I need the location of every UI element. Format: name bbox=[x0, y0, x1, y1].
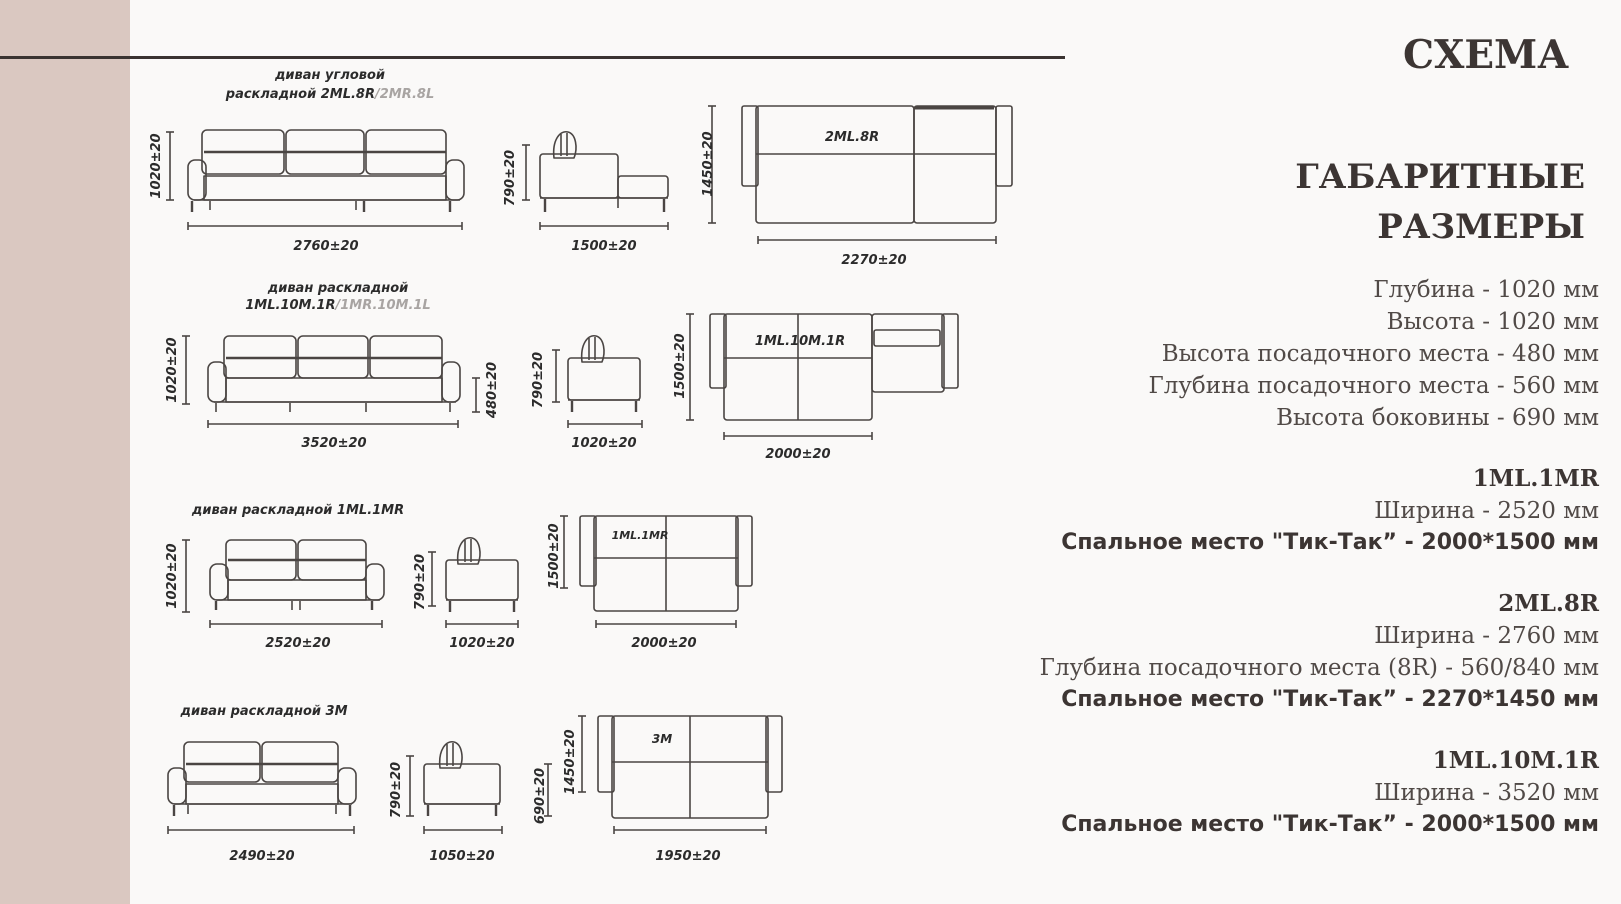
row3-plan-view bbox=[579, 515, 753, 612]
model-2ml8r-width: Ширина - 2760 мм bbox=[1374, 623, 1599, 649]
row2-caption-line2: 1ML.10M.1R/1MR.10M.1L bbox=[245, 298, 430, 313]
row2-plan-width-label: 2000±20 bbox=[765, 447, 830, 462]
row2-plan-model-label: 1ML.10M.1R bbox=[755, 334, 845, 349]
row2-caption-line1: диван раскладной bbox=[267, 281, 409, 296]
row4-side-depth-label: 1050±20 bbox=[429, 849, 494, 864]
spec-list: Глубина - 1020 мм Высота - 1020 мм Высот… bbox=[1040, 274, 1599, 841]
model-code-1ml1mr: 1ML.1MR bbox=[1472, 465, 1599, 492]
row1-side-height-label: 790±20 bbox=[503, 150, 518, 206]
side-accent-band bbox=[0, 0, 130, 904]
spec-depth: Глубина - 1020 мм bbox=[1373, 277, 1599, 303]
row1-plan-width-label: 2270±20 bbox=[841, 253, 906, 268]
row1-caption-line1: диван угловой bbox=[274, 68, 385, 83]
row1-caption-line2: раскладной 2ML.8R/2MR.8L bbox=[225, 87, 434, 102]
row2-plan-view bbox=[709, 313, 959, 421]
row3-plan-depth-label: 1500±20 bbox=[547, 523, 562, 588]
model-2ml8r-sleeping-place: Спальное место "Тик-Так” - 2270*1450 мм bbox=[1061, 687, 1599, 712]
row3-side-view bbox=[445, 537, 519, 612]
row2-caption-mirror-model: /1MR.10M.1L bbox=[334, 298, 431, 313]
header-rule bbox=[0, 56, 1065, 59]
row3-front-height-label: 1020±20 bbox=[165, 543, 180, 608]
row1-plan-depth-label: 1450±20 bbox=[701, 131, 716, 196]
row1-side-depth-label: 1500±20 bbox=[571, 239, 636, 254]
row1-side-view bbox=[539, 131, 669, 212]
dimension-drawings: диван угловой раскладной 2ML.8R/2MR.8L 1… bbox=[149, 68, 1013, 864]
row2-caption-model: 1ML.10M.1R bbox=[245, 298, 335, 313]
model-1ml1mr-width: Ширина - 2520 мм bbox=[1374, 498, 1599, 524]
row4-plan-depth-label: 1450±20 bbox=[563, 729, 578, 794]
row4-front-width-label: 2490±20 bbox=[229, 849, 294, 864]
spec-seat-height: Высота посадочного места - 480 мм bbox=[1161, 341, 1599, 367]
row4-plan-model-label: 3M bbox=[652, 732, 672, 746]
row3-side-height-label: 790±20 bbox=[413, 554, 428, 610]
row4-plan-view bbox=[597, 715, 783, 819]
row1-front-view bbox=[187, 129, 465, 212]
spec-seat-depth: Глубина посадочного места - 560 мм bbox=[1148, 373, 1599, 399]
spec-height: Высота - 1020 мм bbox=[1386, 309, 1599, 335]
row2-plan-depth-label: 1500±20 bbox=[673, 333, 688, 398]
row2-front-height-label: 1020±20 bbox=[165, 337, 180, 402]
row4-caption: диван раскладной 3М bbox=[179, 704, 347, 719]
page-title: СХЕМА bbox=[1403, 32, 1569, 78]
row1-front-width-label: 2760±20 bbox=[293, 239, 358, 254]
row4-front-view bbox=[167, 741, 357, 816]
model-2ml8r-seat-depth: Глубина посадочного места (8R) - 560/840… bbox=[1039, 655, 1599, 681]
page-subtitle: ГАБАРИТНЫЕ РАЗМЕРЫ bbox=[1295, 152, 1585, 252]
row1-front-height-label: 1020±20 bbox=[149, 133, 164, 198]
row3-front-view bbox=[209, 539, 385, 610]
row3-side-depth-label: 1020±20 bbox=[449, 636, 514, 651]
row4-side-height-label: 790±20 bbox=[389, 762, 404, 818]
row2-front-view bbox=[207, 335, 461, 412]
row2-front-width-label: 3520±20 bbox=[301, 436, 366, 451]
row2-side-height-label: 790±20 bbox=[531, 352, 546, 408]
row4-arm-height-label: 690±20 bbox=[533, 768, 548, 824]
row3-front-width-label: 2520±20 bbox=[265, 636, 330, 651]
page-subtitle-line-2: РАЗМЕРЫ bbox=[1377, 207, 1585, 247]
row1-caption-mirror-model: /2MR.8L bbox=[373, 87, 434, 102]
row4-side-view bbox=[423, 741, 501, 816]
row3-caption: диван раскладной 1ML.1MR bbox=[191, 503, 404, 518]
row2-side-depth-label: 1020±20 bbox=[571, 436, 636, 451]
row4-plan-width-label: 1950±20 bbox=[655, 849, 720, 864]
page-subtitle-line-1: ГАБАРИТНЫЕ bbox=[1295, 157, 1585, 197]
row2-side-view bbox=[567, 335, 641, 412]
row1-plan-model-label: 2ML.8R bbox=[825, 130, 879, 145]
row3-plan-model-label: 1ML.1MR bbox=[612, 529, 669, 542]
model-1ml10m1r-width: Ширина - 3520 мм bbox=[1374, 780, 1599, 806]
spec-armrest-height: Высота боковины - 690 мм bbox=[1276, 405, 1599, 431]
row1-plan-view bbox=[741, 105, 1013, 224]
row2-seat-height-label: 480±20 bbox=[485, 362, 500, 419]
row3-plan-width-label: 2000±20 bbox=[631, 636, 696, 651]
row1-caption-model: раскладной 2ML.8R bbox=[225, 87, 375, 102]
model-code-2ml8r: 2ML.8R bbox=[1498, 590, 1599, 617]
model-code-1ml10m1r: 1ML.10M.1R bbox=[1432, 747, 1599, 774]
model-1ml10m1r-sleeping-place: Спальное место "Тик-Так” - 2000*1500 мм bbox=[1061, 812, 1599, 837]
model-1ml1mr-sleeping-place: Спальное место "Тик-Так” - 2000*1500 мм bbox=[1061, 530, 1599, 555]
